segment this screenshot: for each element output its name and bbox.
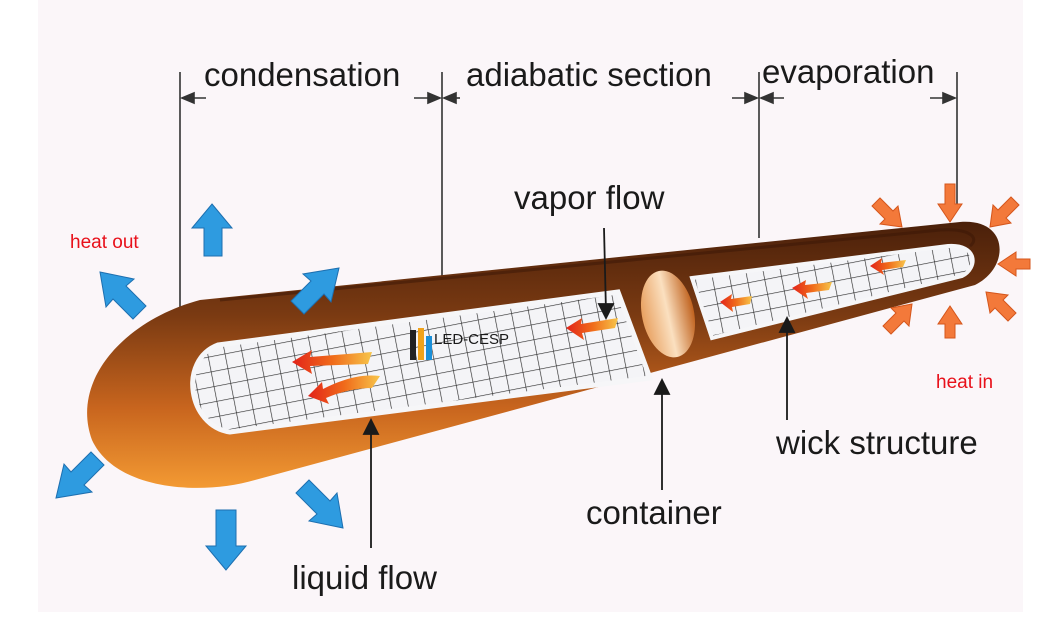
orange-arrow-icon [989,196,1020,228]
callout-pointers [362,227,796,548]
watermark-text: LED-CESP [434,331,510,348]
wick-left [190,289,654,435]
flame-arrow-icon [566,318,618,340]
flame-arrow-icon [292,350,372,374]
heat-out-label: heat out [70,232,139,253]
orange-arrow-icon [871,197,903,228]
heat-out-arrows [55,203,344,571]
blue-arrow-icon [55,451,105,499]
wick-right [689,243,975,341]
blue-arrow-icon [99,271,147,320]
flame-arrow-icon [792,280,832,299]
wick-structure-label: wick structure [776,424,978,461]
watermark-logo [410,328,432,360]
blue-arrow-icon [295,479,344,529]
orange-arrow-icon [937,305,963,339]
blue-arrow-icon [290,267,340,315]
orange-arrow-icon [937,183,963,223]
condensation-label: condensation [204,56,401,93]
flow-arrows [292,258,906,404]
adiabatic-band [640,270,696,358]
heat-in-arrows [871,183,1031,339]
blue-arrow-icon [190,203,234,257]
section-markers [179,72,958,310]
flame-arrow-icon [308,375,380,404]
heat-in-label: heat in [936,372,994,393]
liquid-flow-label: liquid flow [292,559,437,596]
orange-arrow-icon [985,291,1017,322]
adiabatic-section-label: adiabatic section [466,56,712,93]
orange-arrow-icon [997,251,1031,277]
evaporation-label: evaporation [762,53,935,90]
flame-arrow-icon [870,258,906,275]
vapor-flow-label: vapor flow [514,179,665,216]
flame-arrow-icon [720,294,752,312]
blue-arrow-icon [204,509,248,571]
container-label: container [586,494,722,531]
orange-arrow-icon [882,303,913,335]
